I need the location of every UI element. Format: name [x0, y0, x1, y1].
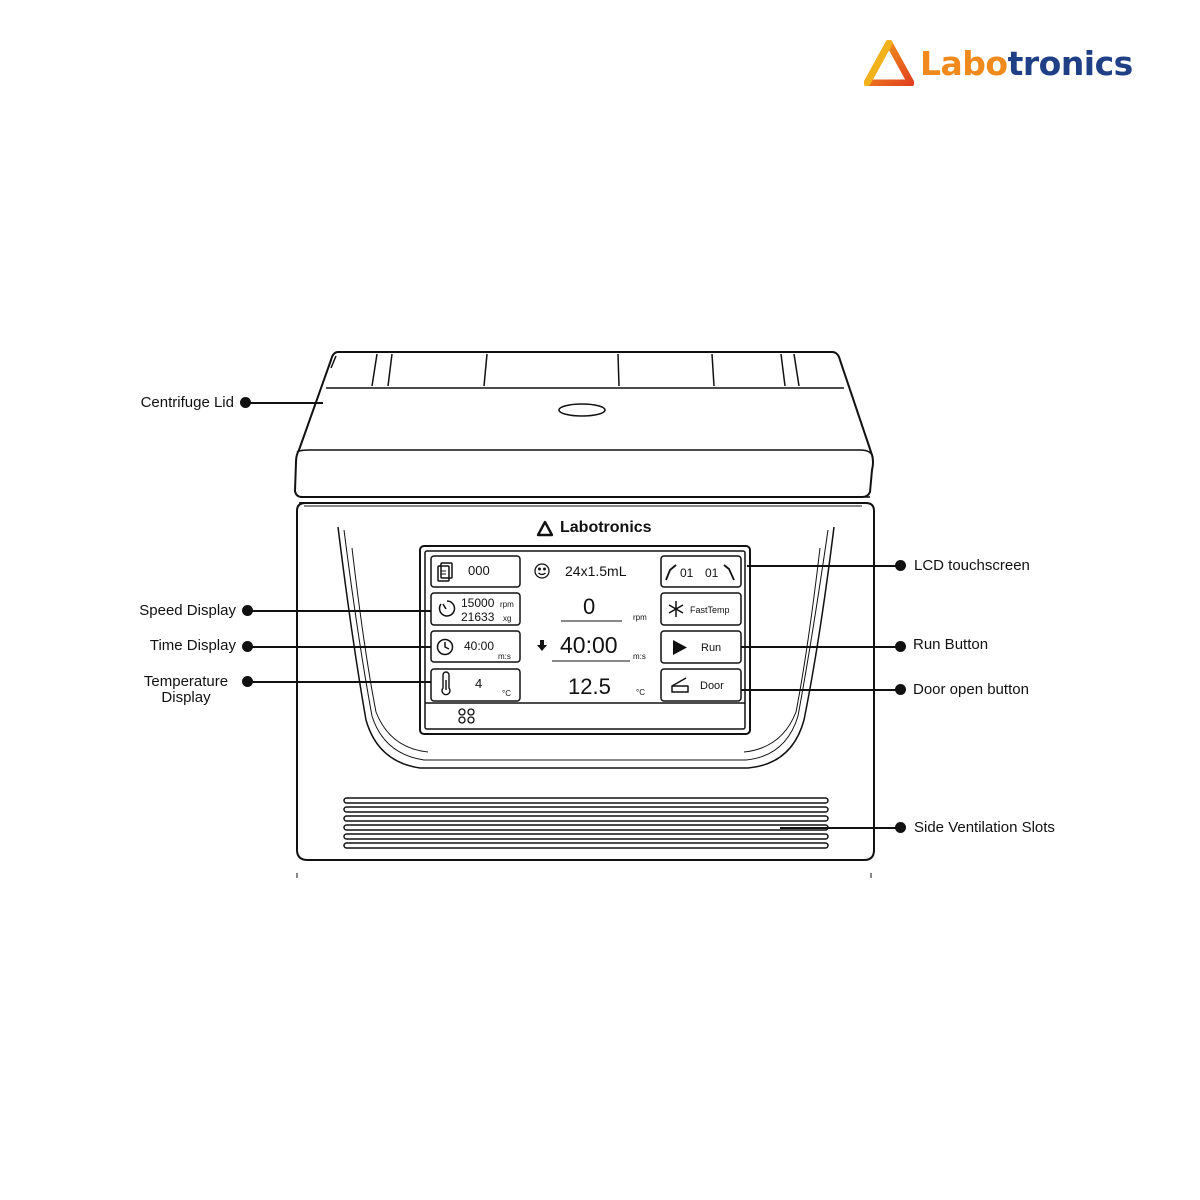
set-rcf: 21633	[461, 610, 495, 624]
decel-icon	[723, 564, 735, 581]
callout-lcd-line	[747, 565, 901, 567]
callout-vent-line	[780, 827, 901, 829]
device-brand: Labotronics	[536, 516, 652, 540]
current-temp-unit: °C	[636, 688, 645, 697]
callout-temp-line	[247, 681, 431, 683]
set-rpm: 15000	[461, 596, 495, 610]
centrifuge-lid	[294, 351, 874, 498]
speed-button[interactable]	[430, 592, 521, 626]
door-icon	[671, 677, 689, 693]
callout-run-line	[741, 646, 901, 648]
program-button[interactable]	[430, 555, 521, 588]
device-triangle-icon	[536, 520, 554, 536]
rotor-label: 24x1.5mL	[565, 563, 627, 579]
play-icon	[673, 640, 687, 655]
temperature-button[interactable]	[430, 668, 521, 702]
current-speed-unit: rpm	[633, 613, 647, 622]
callout-temp-line1: Temperature	[143, 673, 229, 690]
callout-temp-label: Temperature Display	[136, 674, 236, 706]
brand-logo: Labotronics	[864, 38, 1133, 88]
callout-vent-dot	[895, 822, 906, 833]
callout-lid-label: Centrifuge Lid	[140, 394, 234, 411]
ventilation-slots	[343, 797, 829, 849]
set-temp: 4	[475, 676, 483, 691]
accel-value: 01	[680, 566, 694, 580]
accel-decel-button[interactable]	[660, 555, 742, 588]
timer-icon	[438, 600, 456, 617]
current-time-unit: m:s	[633, 652, 646, 661]
smiley-icon	[534, 563, 550, 579]
callout-vent-label: Side Ventilation Slots	[914, 819, 1055, 836]
menu-grid-icon	[458, 708, 475, 724]
thermometer-icon	[441, 671, 451, 696]
set-time: 40:00	[464, 639, 495, 653]
fasttemp-button[interactable]	[660, 592, 742, 626]
callout-lcd-label: LCD touchscreen	[914, 557, 1030, 574]
callout-lid-line	[245, 402, 323, 404]
callout-speed-label: Speed Display	[139, 602, 236, 619]
lcd-touchscreen	[419, 545, 751, 735]
decel-value: 01	[705, 566, 719, 580]
callout-run-label: Run Button	[913, 636, 989, 653]
brand-triangle-icon	[864, 40, 914, 86]
callout-temp-line2: Display	[161, 689, 211, 706]
current-time: 40:00	[560, 632, 618, 658]
down-arrow-icon	[537, 640, 547, 651]
current-temp: 12.5	[568, 674, 611, 699]
snowflake-icon	[668, 601, 684, 617]
run-label: Run	[701, 642, 722, 654]
document-icon	[437, 562, 453, 582]
set-time-unit: m:s	[498, 652, 511, 661]
brand-name: Labotronics	[920, 43, 1133, 83]
door-button[interactable]	[660, 668, 742, 702]
device-brand-text: Labotronics	[560, 519, 652, 536]
door-label: Door	[700, 680, 724, 692]
callout-speed-line	[247, 610, 431, 612]
accel-icon	[665, 564, 677, 581]
set-rpm-unit: rpm	[500, 600, 514, 609]
callout-time-line	[247, 646, 431, 648]
fasttemp-label: FastTemp	[690, 605, 730, 615]
set-temp-unit: °C	[502, 689, 511, 698]
callout-door-label: Door open button	[913, 681, 1029, 698]
current-speed: 0	[583, 594, 596, 619]
callout-time-label: Time Display	[149, 637, 236, 654]
time-button[interactable]	[430, 630, 521, 663]
set-rcf-unit: xg	[503, 614, 512, 623]
callout-door-dot	[895, 684, 906, 695]
program-number: 000	[468, 563, 490, 578]
clock-icon	[436, 638, 454, 656]
callout-lcd-dot	[895, 560, 906, 571]
callout-door-line	[741, 689, 901, 691]
callout-run-dot	[895, 641, 906, 652]
